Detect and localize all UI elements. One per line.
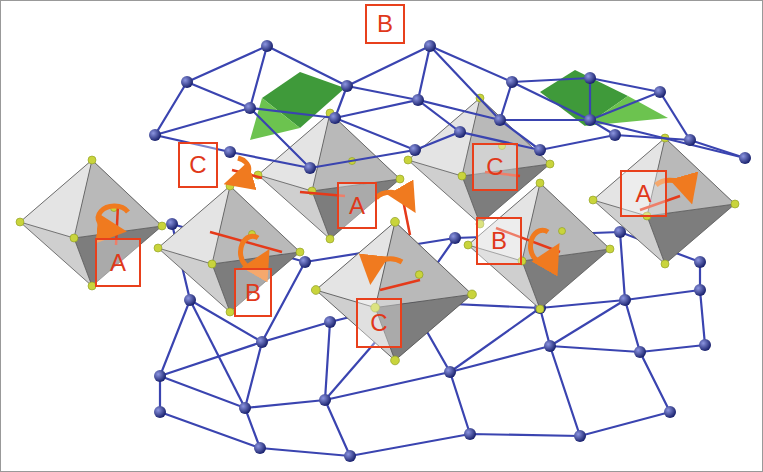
structure-letter: B <box>245 281 261 305</box>
label-box: A <box>337 182 377 229</box>
label-box: A <box>620 170 667 217</box>
structure-letter: C <box>486 155 503 179</box>
structure-letter: A <box>635 182 651 206</box>
structure-letter: B <box>491 229 507 253</box>
label-box: B <box>234 268 272 317</box>
structure-letter: A <box>349 194 365 218</box>
label-box: B <box>365 4 405 44</box>
label-box: A <box>95 238 141 287</box>
structure-letter: B <box>377 12 393 36</box>
label-box: B <box>476 217 522 265</box>
label-box: C <box>356 298 402 348</box>
label-box: C <box>472 143 518 191</box>
structure-letter: C <box>189 153 206 177</box>
structure-letter: A <box>110 251 126 275</box>
label-box: C <box>178 142 218 188</box>
structure-letter: C <box>370 311 387 335</box>
